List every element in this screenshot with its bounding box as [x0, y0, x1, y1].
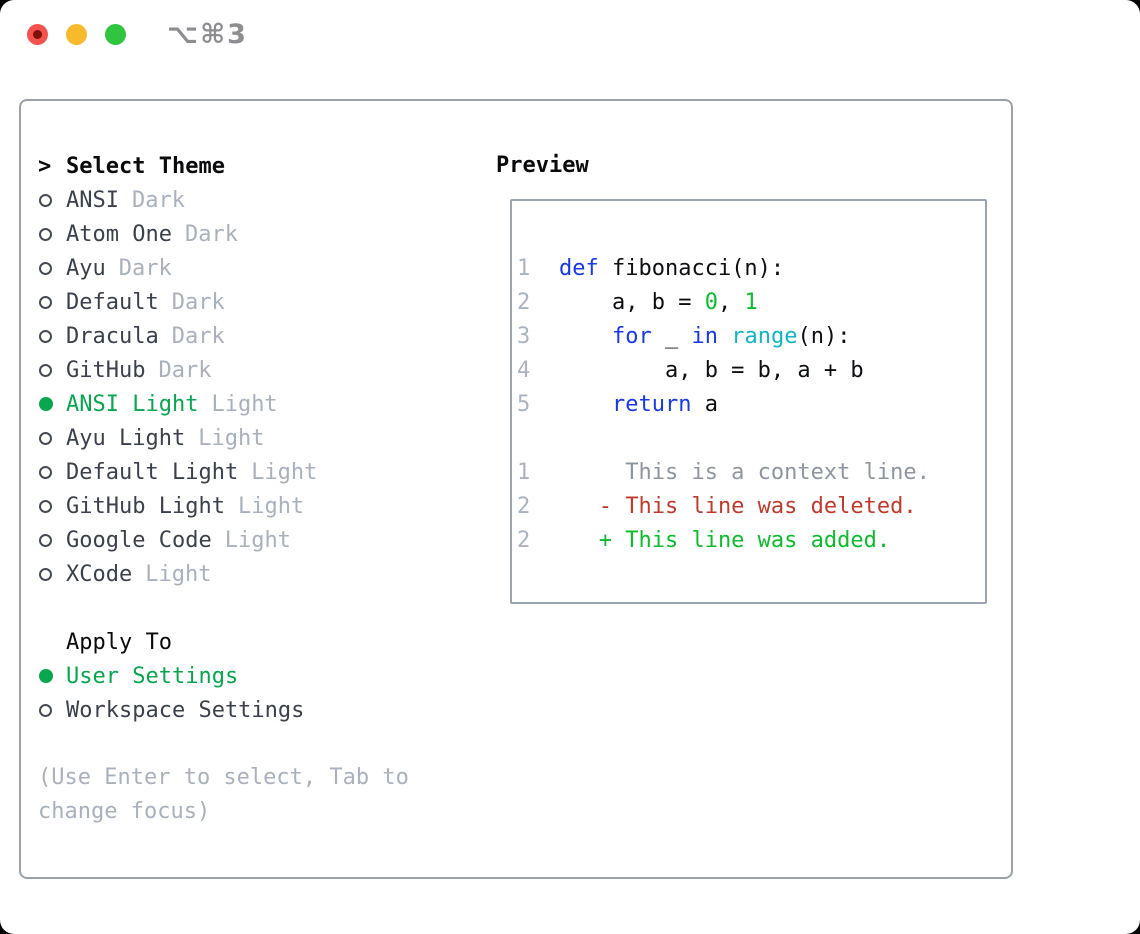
theme-variant-label: Light [145, 561, 212, 587]
line-number: 4 [517, 357, 531, 383]
code-line: 2 - This line was deleted. [517, 489, 930, 523]
apply-to-title: Apply To [66, 629, 172, 655]
preview-title: Preview [496, 153, 589, 178]
radio-icon [38, 193, 66, 207]
close-button[interactable] [27, 24, 48, 45]
help-text: (Use Enter to select, Tab to change focu… [38, 765, 409, 824]
theme-option-label: Ayu [66, 255, 106, 281]
theme-option[interactable]: Ayu Light Light [38, 421, 317, 455]
apply-option-label: User Settings [66, 663, 239, 689]
theme-option[interactable]: ANSI Light Light [38, 387, 317, 421]
theme-variant-label: Light [251, 459, 318, 485]
theme-variant-label: Dark [158, 357, 212, 383]
theme-option-label: Atom One [66, 221, 172, 247]
select-theme-header: > Select Theme [38, 149, 317, 183]
radio-icon [38, 431, 66, 445]
code-line: 2 + This line was added. [517, 523, 930, 557]
theme-option-label: XCode [66, 561, 133, 587]
theme-option[interactable]: Google Code Light [38, 523, 317, 557]
theme-option[interactable]: GitHub Light Light [38, 489, 317, 523]
radio-icon [38, 703, 66, 717]
theme-option[interactable]: XCode Light [38, 557, 317, 591]
shortcut-hint: ⌥⌘3 [167, 19, 248, 50]
apply-to-header: Apply To [38, 625, 304, 659]
selected-radio-icon [38, 397, 66, 411]
theme-variant-label: Dark [184, 221, 238, 247]
selected-radio-icon [38, 669, 66, 683]
code-text: This is a context line. [559, 459, 930, 485]
theme-option[interactable]: Ayu Dark [38, 251, 317, 285]
code-text: return a [611, 391, 718, 417]
theme-option-label: GitHub [66, 357, 146, 383]
radio-icon [38, 329, 66, 343]
code-text: + This line was added. [559, 527, 891, 553]
theme-option[interactable]: Default Dark [38, 285, 317, 319]
theme-option-label: Dracula [66, 323, 159, 349]
theme-option[interactable]: Default Light Light [38, 455, 317, 489]
theme-variant-label: Dark [171, 323, 225, 349]
code-text: - This line was deleted. [559, 493, 917, 519]
line-number: 3 [517, 323, 531, 349]
radio-icon [38, 261, 66, 275]
code-line: 2 a, b = 0, 1 [517, 285, 930, 319]
close-dot-icon [33, 30, 42, 39]
code-line: 5 return a [517, 387, 930, 421]
code-text: def fibonacci(n): [559, 255, 785, 281]
radio-icon [38, 227, 66, 241]
code-text: a, b = b, a + b [559, 357, 864, 383]
code-text: for _ in range(n): [611, 323, 851, 349]
theme-option-label: ANSI [66, 187, 119, 213]
minimize-button[interactable] [66, 24, 87, 45]
apply-option[interactable]: Workspace Settings [38, 693, 304, 727]
code-line: 1 This is a context line. [517, 455, 930, 489]
theme-option-label: Default [66, 289, 159, 315]
theme-option[interactable]: GitHub Dark [38, 353, 317, 387]
code-line [517, 421, 930, 455]
code-line: 3 for _ in range(n): [517, 319, 930, 353]
code-line: 1 def fibonacci(n): [517, 251, 930, 285]
theme-variant-label: Light [224, 527, 291, 553]
line-number: 2 [517, 527, 531, 553]
line-number: 2 [517, 493, 531, 519]
theme-variant-label: Dark [118, 255, 172, 281]
theme-variant-label: Light [237, 493, 305, 519]
radio-icon [38, 363, 66, 377]
theme-variant-label: Dark [171, 289, 225, 315]
apply-option[interactable]: User Settings [38, 659, 304, 693]
radio-icon [38, 533, 66, 547]
radio-icon [38, 465, 66, 479]
code-text: a, b = 0, 1 [559, 289, 758, 315]
line-number: 5 [517, 391, 531, 417]
theme-variant-label: Dark [131, 187, 185, 213]
select-theme-title: Select Theme [66, 153, 225, 179]
apply-option-label: Workspace Settings [66, 697, 305, 723]
radio-icon [38, 295, 66, 309]
theme-variant-label: Light [198, 425, 265, 451]
theme-option[interactable]: Dracula Dark [38, 319, 317, 353]
line-number: 1 [517, 459, 531, 485]
theme-option[interactable]: Atom One Dark [38, 217, 317, 251]
theme-option-label: ANSI Light [66, 391, 199, 417]
theme-option-label: Google Code [66, 527, 212, 553]
line-number: 2 [517, 289, 531, 315]
radio-icon [38, 499, 66, 513]
theme-option[interactable]: ANSI Dark [38, 183, 317, 217]
theme-option-label: GitHub Light [66, 493, 225, 519]
theme-option-label: Ayu Light [66, 425, 186, 451]
code-line: 4 a, b = b, a + b [517, 353, 930, 387]
cursor-icon: > [38, 153, 52, 179]
radio-icon [38, 567, 66, 581]
theme-variant-label: Light [211, 391, 278, 417]
theme-option-label: Default Light [66, 459, 239, 485]
line-number: 1 [517, 255, 531, 281]
zoom-button[interactable] [105, 24, 126, 45]
